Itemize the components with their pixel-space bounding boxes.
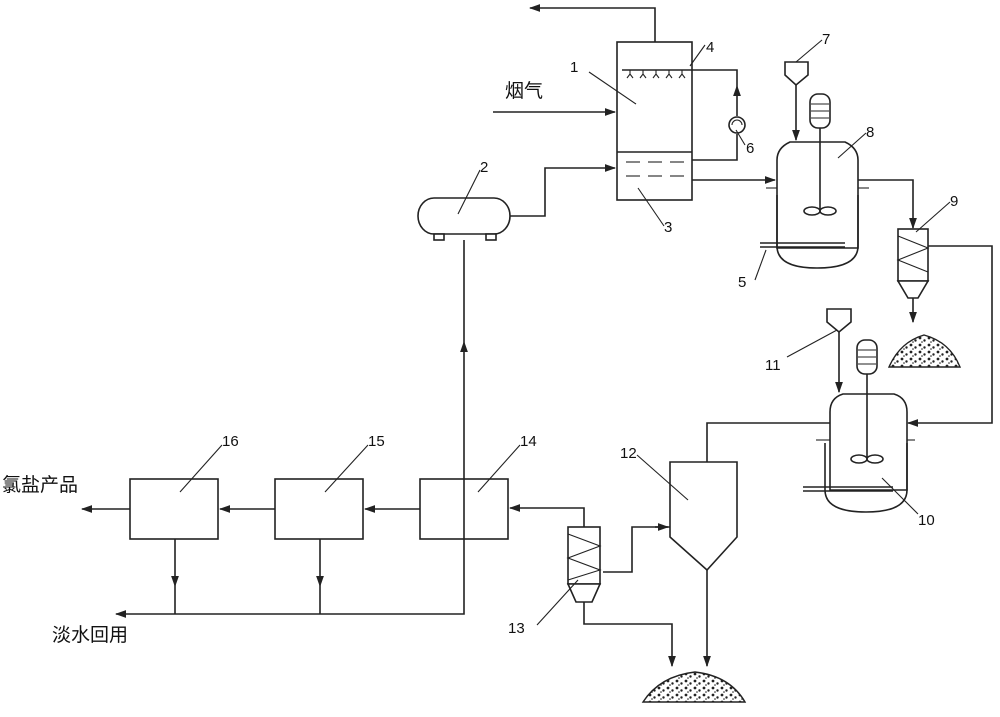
reactor-8 <box>760 93 869 269</box>
callout-14: 14 <box>520 433 537 450</box>
feed-hopper-11 <box>826 308 852 394</box>
separator13-to-unit14-line <box>508 504 585 527</box>
circulation-pump <box>728 116 746 134</box>
recirculation-line-lower <box>692 134 738 161</box>
callout-9: 9 <box>950 193 958 210</box>
exhaust-gas-line <box>528 4 656 42</box>
callout-2: 2 <box>480 159 488 176</box>
unit-16 <box>129 478 219 540</box>
tank-to-tower-line <box>510 164 617 217</box>
callout-15: 15 <box>368 433 385 450</box>
callout-6: 6 <box>746 140 754 157</box>
chloride-salt-product-label: 氯盐产品 <box>2 474 78 496</box>
callout-16: 16 <box>222 433 239 450</box>
reactor10-to-settler12-line <box>706 422 830 462</box>
fresh-water-header <box>114 479 465 618</box>
callout-7: 7 <box>822 31 830 48</box>
callout-8: 8 <box>866 124 874 141</box>
solid-residue-pile-13 <box>641 671 747 703</box>
settler12-to-separator13-line <box>603 526 670 573</box>
fresh-water-reuse-label: 淡水回用 <box>52 624 128 646</box>
reactor-10 <box>803 339 915 513</box>
callout-4: 4 <box>706 39 714 56</box>
flue-gas-label: 烟气 <box>505 80 543 102</box>
callout-5: 5 <box>738 274 746 291</box>
buffer-tank <box>417 197 511 241</box>
solid-residue-pile-9 <box>887 334 962 368</box>
unit-15 <box>274 478 364 540</box>
feed-hopper-7 <box>784 61 809 142</box>
callout-10: 10 <box>918 512 935 529</box>
absorption-tower <box>616 41 693 201</box>
callout-3: 3 <box>664 219 672 236</box>
leader-lines <box>179 39 951 626</box>
separator9-to-reactor10-line <box>906 245 993 427</box>
separator-9 <box>896 228 930 324</box>
callout-1: 1 <box>570 59 578 76</box>
reactor8-to-separator9-line <box>858 179 917 230</box>
settler-12 <box>669 461 738 668</box>
callout-13: 13 <box>508 620 525 637</box>
spray-nozzles <box>626 70 686 79</box>
callout-11: 11 <box>765 357 781 374</box>
callout-12: 12 <box>620 445 637 462</box>
separator-13 <box>566 526 676 668</box>
